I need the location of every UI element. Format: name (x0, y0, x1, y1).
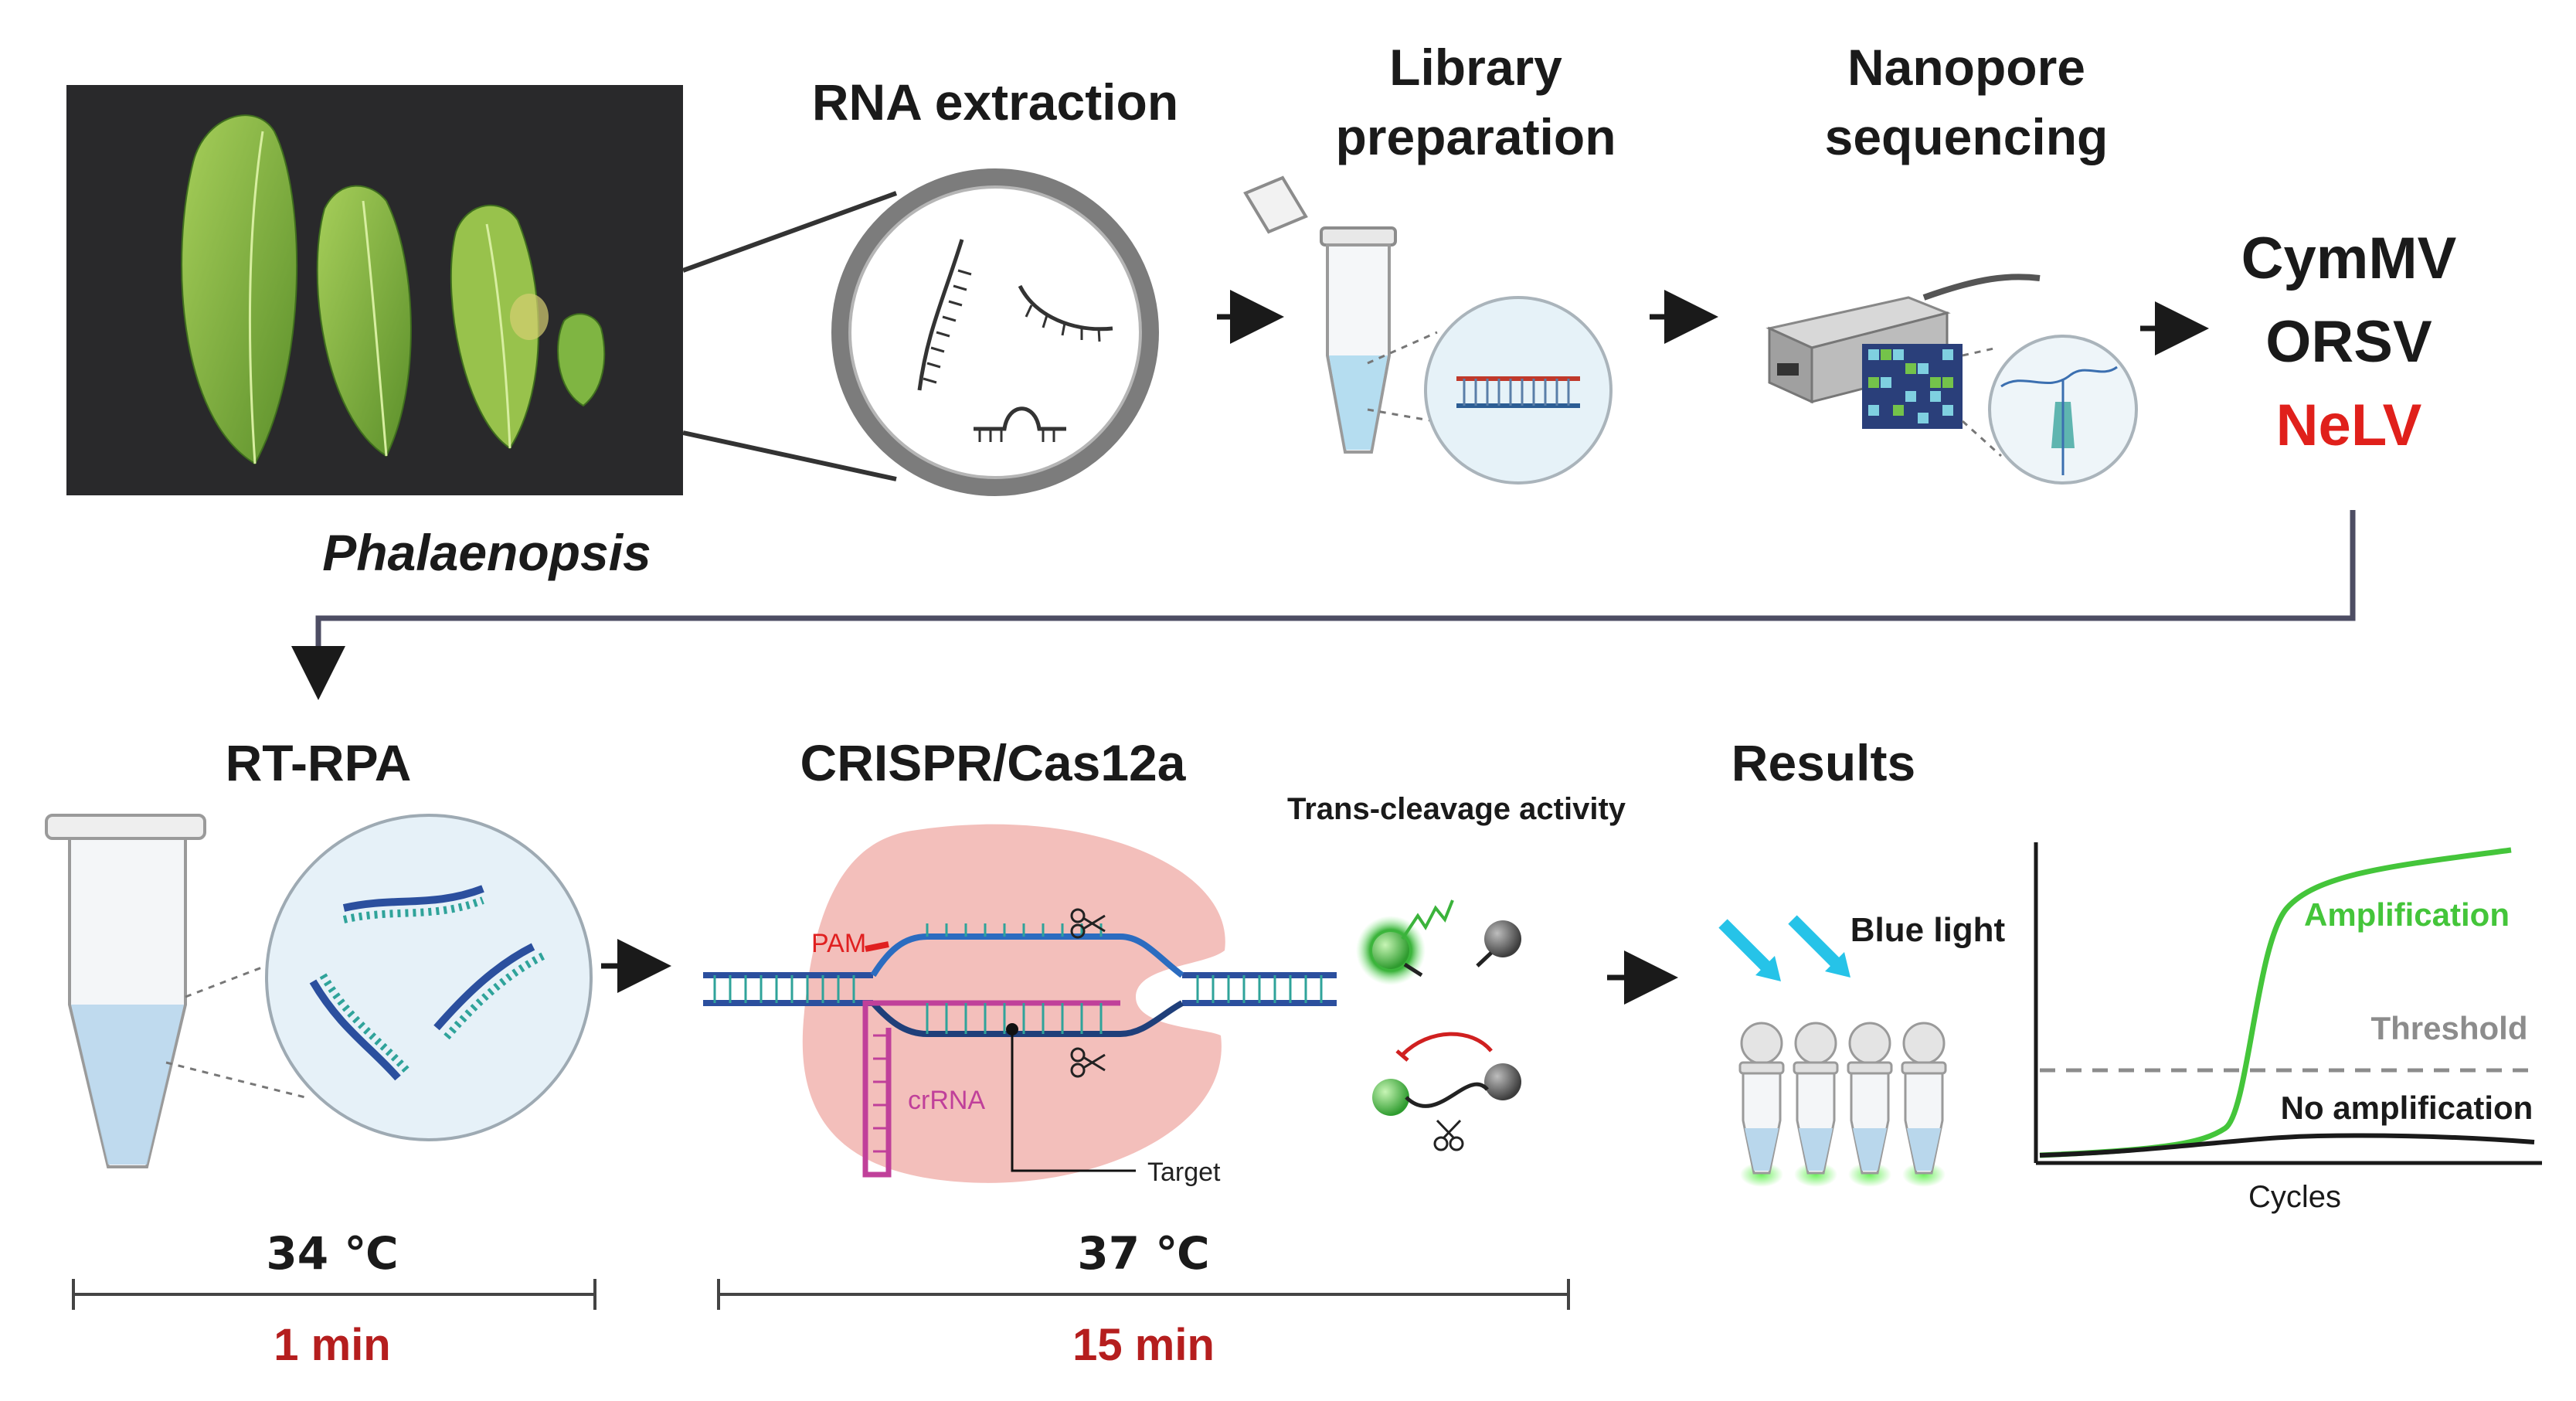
virus-orsv: ORSV (2265, 309, 2432, 375)
trans-cleavage-title: Trans-cleavage activity (1287, 792, 1626, 826)
rtrpa-amplicon-circle (265, 814, 593, 1141)
results-title: Results (1731, 734, 1915, 791)
library-prep-title-line1: Library (1389, 39, 1562, 96)
nanopore-device-icon (1765, 274, 2041, 429)
reporter-intact-illustration (1372, 1032, 1521, 1151)
pam-label: PAM (811, 929, 866, 958)
cas12a-complex-illustration (703, 824, 1337, 1183)
chart-x-label: Cycles (2248, 1180, 2341, 1214)
legend-no-amplification: No amplification (2281, 1090, 2534, 1126)
nanopore-title-line2: sequencing (1825, 108, 2109, 165)
sample-caption: Phalaenopsis (322, 524, 651, 581)
rtrpa-title: RT-RPA (226, 734, 412, 791)
target-label: Target (1147, 1158, 1221, 1187)
library-tube-icon (1243, 175, 1397, 454)
library-dna-circle (1424, 296, 1613, 485)
glowing-tubes-icon (1738, 1022, 1947, 1188)
connector-to-rtrpa (291, 510, 2356, 700)
crrna-label: crRNA (908, 1086, 985, 1115)
rtrpa-time: 1 min (274, 1320, 391, 1370)
virus-cymmv: CymMV (2241, 226, 2457, 291)
reporter-cleaved-illustration (1356, 899, 1521, 985)
nanopore-pore-circle (1988, 335, 2138, 485)
nanopore-zoom-line-1 (1962, 346, 1998, 357)
crispr-time: 15 min (1072, 1320, 1215, 1370)
crispr-temperature: 37 ℃ (1077, 1227, 1209, 1280)
rtrpa-temperature: 34 ℃ (266, 1227, 398, 1280)
rtrpa-zoom-line-2 (165, 1061, 306, 1099)
nanopore-zoom-line-2 (1961, 420, 2003, 457)
legend-amplification: Amplification (2304, 896, 2510, 933)
crispr-timeline-bar (717, 1279, 1570, 1310)
library-zoom-line-1 (1367, 331, 1438, 365)
legend-threshold: Threshold (2370, 1010, 2527, 1046)
blue-light-arrows (1718, 915, 1850, 981)
phalaenopsis-leaves-photo (66, 85, 683, 495)
blue-light-label: Blue light (1850, 911, 2006, 949)
rna-extraction-title: RNA extraction (812, 73, 1178, 131)
nanopore-title-line1: Nanopore (1847, 39, 2085, 96)
crispr-title: CRISPR/Cas12a (800, 734, 1187, 791)
rna-extraction-circle (831, 168, 1159, 496)
amplification-chart (2034, 842, 2542, 1165)
virus-nelv: NeLV (2276, 393, 2422, 458)
zoom-line-top (681, 191, 898, 273)
rtrpa-tube-icon (45, 814, 206, 1168)
library-prep-title-line2: preparation (1335, 108, 1616, 165)
rtrpa-timeline-bar (72, 1279, 596, 1310)
zoom-line-bottom (682, 430, 897, 481)
no-amplification-curve (2039, 1133, 2535, 1158)
